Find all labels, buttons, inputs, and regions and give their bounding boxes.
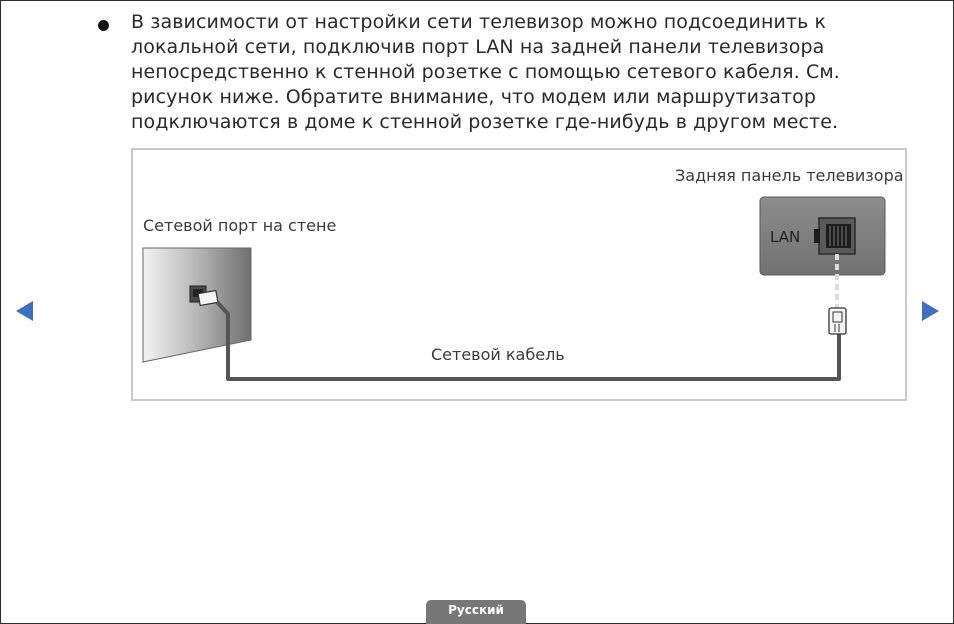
bullet-icon (98, 20, 109, 31)
lan-port-label: LAN (770, 228, 801, 246)
connection-diagram: Задняя панель телевизора Сетевой порт на… (131, 148, 907, 401)
wall-socket-icon (189, 285, 219, 307)
prev-page-button[interactable] (15, 300, 35, 326)
cable-label: Сетевой кабель (431, 345, 565, 364)
triangle-right-icon (922, 301, 939, 321)
tv-panel-label: Задняя панель телевизора (675, 166, 904, 185)
wall-port-label: Сетевой порт на стене (143, 216, 337, 235)
instruction-text: В зависимости от настройки сети телевизо… (131, 11, 840, 133)
triangle-left-icon (16, 301, 33, 321)
next-page-button[interactable] (920, 300, 940, 326)
rj45-plug-icon (828, 307, 847, 335)
wall-graphic (142, 247, 252, 363)
language-tab[interactable]: Русский (426, 600, 526, 624)
lan-jack-icon (814, 217, 856, 255)
diagram-graphic (142, 196, 886, 381)
network-cable (215, 300, 841, 381)
